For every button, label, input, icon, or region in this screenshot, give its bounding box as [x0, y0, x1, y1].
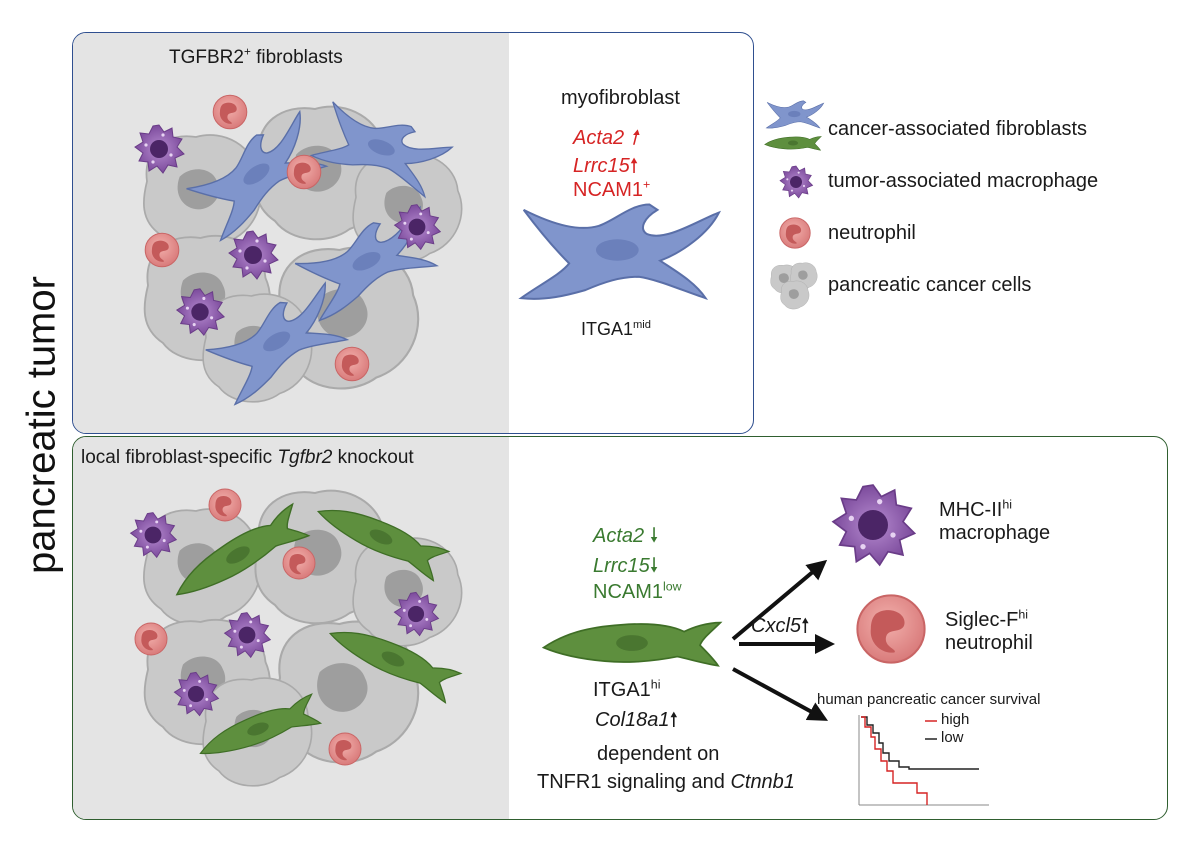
- survival-high-curve: [861, 716, 928, 805]
- top-tissue-illustration: [134, 94, 463, 406]
- dependency-text: TNFR1 signaling and: [537, 771, 731, 793]
- gene-col18a1: Col18a1: [595, 709, 670, 731]
- neutrophil-icon: [779, 217, 811, 249]
- top-panel-title: TGFBR2+ fibroblasts: [169, 45, 343, 69]
- siglec-neutrophil-icon: [856, 594, 926, 664]
- side-title: pancreatic tumor: [19, 276, 64, 574]
- survival-legend-low: low: [941, 729, 964, 746]
- myofibroblast-cell-icon: [519, 203, 721, 300]
- gene-lrrc15: Lrrc15: [593, 555, 650, 577]
- siglec-sup: hi: [1018, 607, 1029, 622]
- bottom-tissue-illustration: [130, 488, 463, 787]
- survival-legend-high: high: [941, 711, 970, 728]
- survival-low-curve: [861, 716, 979, 770]
- title-text: TGFBR2: [169, 47, 244, 68]
- title-post: fibroblasts: [250, 47, 343, 68]
- gene-acta2: Acta2: [573, 127, 625, 149]
- myofibroblast-label: myofibroblast: [561, 87, 680, 109]
- survival-title: human pancreatic cancer survival: [817, 691, 1041, 708]
- acta2-down-label: Acta2 🠗: [593, 521, 658, 555]
- siglec-neutrophil-label: Siglec-Fhi neutrophil: [945, 607, 1033, 655]
- legend-fibroblast-icons: [764, 100, 824, 151]
- cancer-cell-icon: [770, 262, 818, 310]
- outcome-arrows: [731, 559, 835, 721]
- itga1-mid-label: ITGA1mid: [581, 319, 651, 340]
- knockout-fibroblast-icon: [542, 621, 722, 667]
- ncam1-text: NCAM1: [573, 179, 644, 201]
- arrow-up-icon: 🠕: [629, 127, 639, 149]
- dependency-line2: TNFR1 signaling and Ctnnb1: [537, 771, 795, 794]
- acta2-up-label: Acta2 🠕: [573, 123, 638, 157]
- mhc-text: MHC-II: [939, 499, 1003, 521]
- gene-acta2: Acta2: [593, 525, 645, 547]
- ncam1-label: NCAM1+: [573, 177, 651, 202]
- bottom-panel-title: local fibroblast-specific Tgfbr2 knockou…: [81, 447, 414, 469]
- title-post: knockout: [332, 447, 414, 468]
- bottom-panel: local fibroblast-specific Tgfbr2 knockou…: [72, 436, 1168, 820]
- neutrophil-text: neutrophil: [945, 632, 1033, 654]
- ncam1-text: NCAM1: [593, 581, 664, 603]
- mhc-macrophage-label: MHC-IIhi macrophage: [939, 497, 1051, 545]
- title-gene: Tgfbr2: [277, 447, 333, 468]
- macrophage-icon: [779, 165, 814, 199]
- dependency-line1: dependent on: [597, 743, 720, 765]
- lrrc15-up-label: Lrrc15🠕: [573, 151, 638, 185]
- arrow-up-icon: 🠕: [629, 155, 639, 177]
- mhc-macrophage-icon: [832, 484, 916, 566]
- itga1-text: ITGA1: [581, 319, 634, 339]
- ncam1-sup: +: [643, 177, 651, 192]
- ncam1-sup: low: [663, 579, 682, 594]
- title-sup: +: [243, 45, 251, 59]
- itga1-sup: mid: [633, 319, 651, 331]
- arrow-up-icon: 🠕: [801, 615, 810, 637]
- gene-cxcl5: Cxcl5: [751, 615, 802, 637]
- legend-fibroblast-label: cancer-associated fibroblasts: [828, 118, 1088, 140]
- arrow-up-icon: 🠕: [669, 709, 679, 731]
- cxcl5-up-label: Cxcl5🠕: [751, 611, 810, 645]
- itga1-sup: hi: [650, 677, 661, 692]
- top-panel: TGFBR2+ fibroblasts myofibroblast Acta2 …: [72, 32, 754, 434]
- title-text: local fibroblast-specific: [81, 447, 278, 468]
- arrow-down-icon: 🠗: [649, 555, 659, 577]
- gene-lrrc15: Lrrc15: [573, 155, 630, 177]
- gene-ctnnb1: Ctnnb1: [730, 771, 795, 793]
- ncam1-low-label: NCAM1low: [593, 579, 682, 604]
- survival-plot: [858, 715, 989, 806]
- lrrc15-down-label: Lrrc15🠗: [593, 551, 658, 585]
- col18a1-up-label: Col18a1🠕: [595, 705, 678, 739]
- legend-cancer-cell-label: pancreatic cancer cells: [828, 274, 1032, 296]
- mhc-sup: hi: [1002, 497, 1012, 512]
- siglec-text: Siglec-F: [945, 609, 1019, 631]
- legend-neutrophil-label: neutrophil: [828, 222, 916, 244]
- macrophage-text: macrophage: [939, 522, 1051, 544]
- itga1-hi-label: ITGA1hi: [593, 677, 661, 702]
- arrow-to-survival: [732, 667, 829, 721]
- itga1-text: ITGA1: [593, 679, 651, 701]
- legend-macrophage-label: tumor-associated macrophage: [828, 170, 1099, 192]
- arrow-down-icon: 🠗: [649, 525, 659, 547]
- arrow-to-macrophage: [731, 559, 828, 641]
